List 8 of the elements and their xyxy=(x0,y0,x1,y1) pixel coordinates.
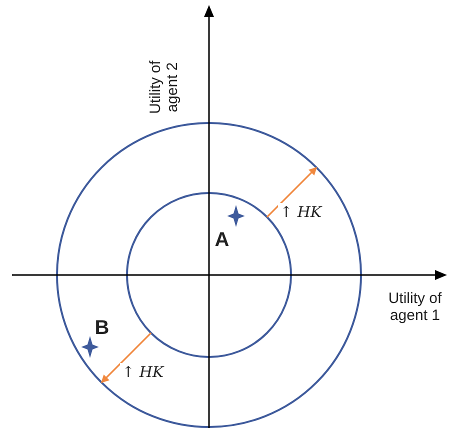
axis-label: Utility of agent 1 xyxy=(387,290,443,324)
arrow xyxy=(266,166,318,218)
circle-outline xyxy=(126,192,292,358)
point-label: B xyxy=(94,317,110,340)
circle-outline xyxy=(56,122,362,428)
point-label: A xyxy=(214,229,230,252)
axis-label: Utility of agent 2 xyxy=(146,60,182,116)
arrow xyxy=(100,332,152,384)
